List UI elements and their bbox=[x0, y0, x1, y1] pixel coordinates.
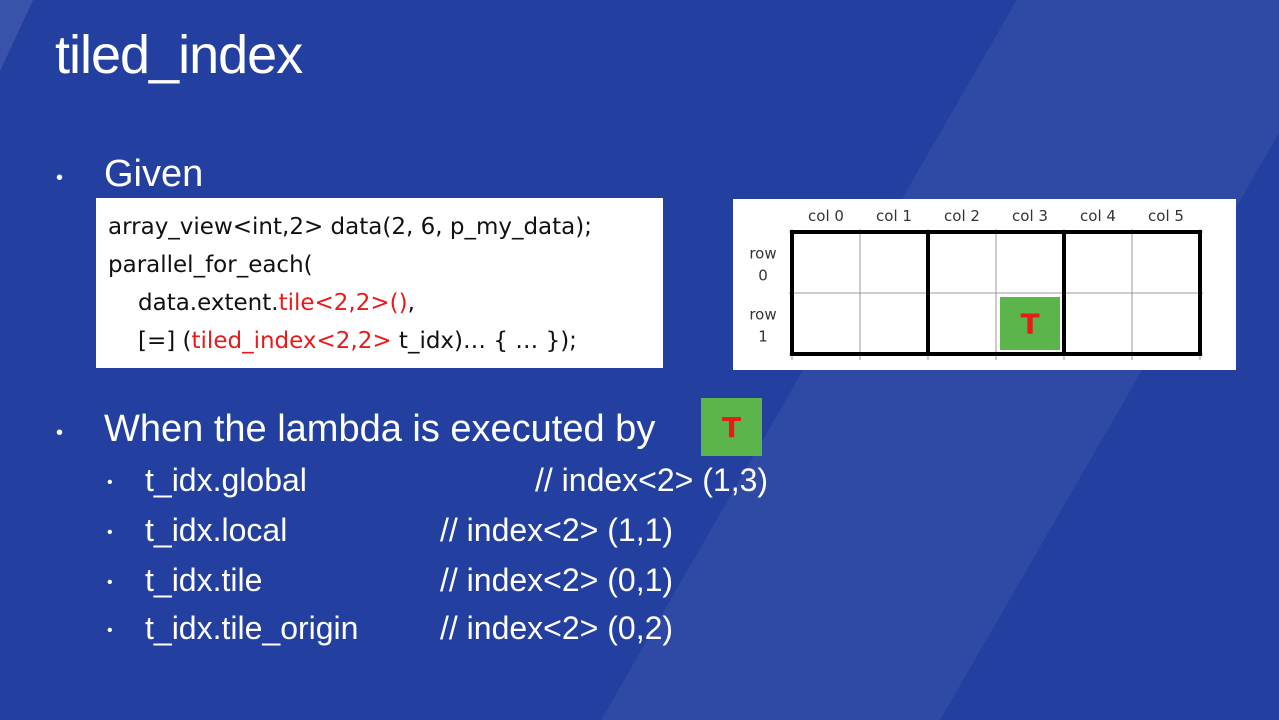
code-line-4: [=] (tiled_index<2,2> t_idx)… { … }); bbox=[108, 322, 651, 360]
bullet-given: • Given bbox=[56, 153, 204, 196]
row-header: row bbox=[749, 306, 776, 324]
property-name: t_idx.local bbox=[145, 512, 288, 548]
thread-marker-badge: T bbox=[701, 398, 762, 456]
column-header: col 4 bbox=[1080, 207, 1116, 225]
property-comment: // index<2> (1,1) bbox=[440, 512, 674, 548]
column-header: col 5 bbox=[1148, 207, 1184, 225]
property-comment: // index<2> (0,1) bbox=[440, 562, 674, 598]
thread-marker-cell bbox=[1000, 297, 1060, 350]
row-header-index: 1 bbox=[758, 328, 768, 346]
code-line-2: parallel_for_each( bbox=[108, 252, 313, 278]
bullet-dot: • bbox=[107, 524, 113, 541]
row-header: row bbox=[749, 245, 776, 263]
property-row: • t_idx.tile_origin // index<2> (0,2) bbox=[107, 610, 673, 647]
column-header: col 3 bbox=[1012, 207, 1048, 225]
code-line-3-part-c: , bbox=[407, 290, 415, 316]
column-header: col 1 bbox=[876, 207, 912, 225]
code-line-3: data.extent.tile<2,2>(), bbox=[108, 284, 651, 322]
code-line-3-highlight: tile<2,2>() bbox=[278, 290, 408, 316]
row-header-index: 0 bbox=[758, 267, 768, 285]
tile-boundary bbox=[1062, 230, 1202, 356]
code-line-1: array_view<int,2> data(2, 6, p_my_data); bbox=[108, 214, 592, 240]
property-name: t_idx.global bbox=[145, 462, 307, 498]
property-comment: // index<2> (1,3) bbox=[535, 462, 769, 498]
column-header: col 2 bbox=[944, 207, 980, 225]
slide-title: tiled_index bbox=[55, 25, 303, 85]
property-row: • t_idx.local // index<2> (1,1) bbox=[107, 512, 673, 549]
bullet-dot: • bbox=[107, 622, 113, 639]
bullet-when: • When the lambda is executed by bbox=[56, 408, 656, 451]
property-name: t_idx.tile bbox=[145, 562, 263, 598]
bullet-dot: • bbox=[107, 474, 113, 491]
bullet-dot: • bbox=[56, 167, 64, 189]
code-line-4-highlight: tiled_index<2,2> bbox=[191, 328, 392, 354]
code-line-3-part-a: data.extent. bbox=[138, 290, 279, 316]
property-row: • t_idx.tile // index<2> (0,1) bbox=[107, 562, 673, 599]
bullet-when-text: When the lambda is executed by bbox=[104, 408, 656, 450]
property-row: • t_idx.global // index<2> (1,3) bbox=[107, 462, 768, 499]
thread-marker-label: T bbox=[1020, 308, 1039, 341]
property-name: t_idx.tile_origin bbox=[145, 610, 359, 646]
bullet-dot: • bbox=[107, 574, 113, 591]
column-header: col 0 bbox=[808, 207, 844, 225]
bullet-given-text: Given bbox=[104, 153, 204, 195]
bullet-dot: • bbox=[56, 422, 64, 444]
code-block: array_view<int,2> data(2, 6, p_my_data);… bbox=[96, 198, 663, 368]
code-line-4-part-a: [=] ( bbox=[138, 328, 192, 354]
property-comment: // index<2> (0,2) bbox=[440, 610, 674, 646]
code-line-4-part-c: t_idx)… { … }); bbox=[391, 328, 577, 354]
